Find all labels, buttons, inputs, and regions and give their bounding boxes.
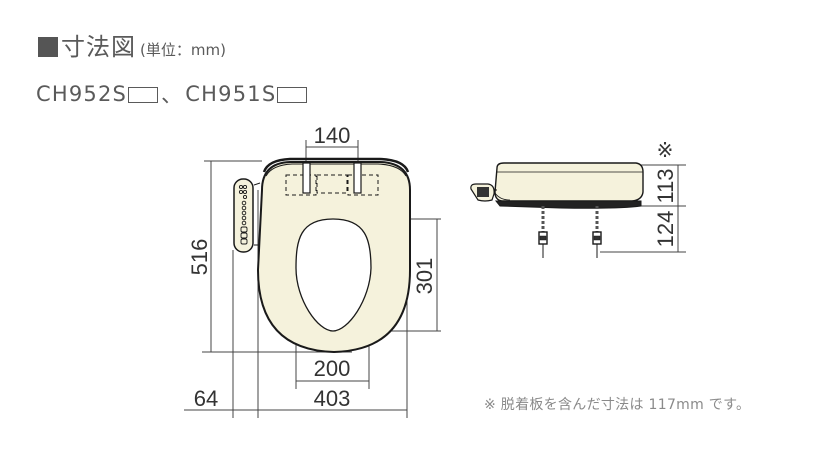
dim-hinge-spacing: 140 bbox=[314, 123, 351, 148]
side-view-dimension-lines bbox=[600, 164, 686, 253]
dim-opening-length: 301 bbox=[412, 258, 437, 295]
dim-seat-height: 113 bbox=[653, 168, 678, 203]
heading-square-icon bbox=[38, 37, 58, 57]
remote-buttons-icon bbox=[238, 184, 248, 245]
page-heading: 寸法図 (単位：mm) bbox=[38, 27, 226, 61]
dim-total-length: 516 bbox=[187, 239, 212, 276]
dim-remote-offset: 64 bbox=[194, 386, 218, 411]
heading-title: 寸法図 bbox=[61, 33, 136, 61]
model-1-suffix-box-icon bbox=[128, 87, 159, 103]
seat-opening bbox=[295, 218, 372, 332]
dim-opening-width: 200 bbox=[314, 356, 351, 381]
seat-side-body bbox=[494, 162, 644, 202]
remote-panel bbox=[233, 178, 261, 253]
dim-bolt-length: 124 bbox=[653, 211, 678, 248]
model-2-suffix-box-icon bbox=[277, 87, 308, 103]
top-view: 140 516 301 200 403 64 bbox=[184, 123, 441, 418]
model-separator: 、 bbox=[161, 83, 184, 107]
footnote: ※ 脱着板を含んだ寸法は 117mm です。 bbox=[484, 397, 751, 413]
hinge-covers bbox=[285, 174, 379, 196]
remote-side-icon bbox=[470, 183, 497, 202]
dim-seat-width: 403 bbox=[314, 386, 351, 411]
model-1: CH952S bbox=[36, 82, 128, 106]
heading-unit: (単位：mm) bbox=[140, 41, 226, 59]
model-2: CH951S bbox=[185, 82, 277, 106]
side-note-marker: ※ bbox=[657, 140, 674, 162]
side-view: ※ 113 124 bbox=[470, 140, 686, 258]
model-numbers: CH952S 、 CH951S bbox=[36, 79, 308, 109]
mounting-bolts bbox=[538, 206, 602, 258]
hinge-posts bbox=[302, 162, 362, 194]
